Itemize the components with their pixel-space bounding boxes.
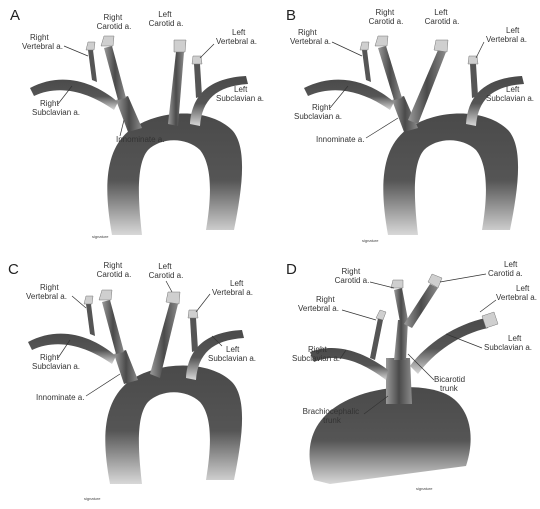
panel-c-signature: signature: [84, 496, 101, 501]
panel-a-right-vertebral-label: Right Vertebral a.: [22, 33, 63, 51]
panel-c-left-vertebral-artery: [190, 318, 198, 352]
panel-d-right-vertebral-label: Right Vertebral a.: [298, 295, 339, 313]
panel-d-right-carotid-label: Right Carotid a.: [335, 267, 370, 285]
panel-c-letter: C: [8, 261, 19, 278]
panel-a-left-carotid-label: Left Carotid a.: [149, 10, 184, 28]
panel-c-right-vertebral-artery: [86, 304, 95, 336]
panel-d: D Right Carotid a.: [270, 254, 540, 508]
panel-c-left-subclavian-label: Left Subclavian a.: [208, 345, 256, 363]
panel-c-right-carotid-label: Right Carotid a.: [97, 261, 132, 279]
panel-b-right-vertebral-artery: [362, 50, 371, 82]
panel-b-illustration: B Right Carotid a. Left Carotid a. Righ: [270, 0, 540, 254]
panel-c-illustration: C Right Carotid a. Left Carotid a.: [0, 254, 270, 508]
panel-a-right-subclavian-label: Right Subclavian a.: [32, 99, 80, 117]
panel-a-innominate-label: Innominate a.: [116, 135, 164, 144]
panel-d-right-carotid-artery: [394, 288, 408, 322]
panel-d-left-subclavian-label: Left Subclavian a.: [484, 334, 532, 352]
panel-d-bicarotid-trunk: [394, 320, 408, 360]
panel-d-right-subclavian-label: Right Subclavian a.: [292, 345, 340, 363]
panel-a-illustration: A Right Carotid a.: [0, 0, 270, 254]
panel-d-left-carotid-label: Left Carotid a.: [488, 260, 523, 278]
panel-d-signature: signature: [416, 486, 433, 491]
panel-b-aortic-arch: [383, 114, 518, 236]
panel-d-brachiocephalic-trunk: [386, 358, 412, 404]
panel-d-illustration: D Right Carotid a.: [270, 254, 540, 508]
panel-b-right-carotid-label: Right Carotid a.: [369, 8, 404, 26]
panel-b-innominate-label: Innominate a.: [316, 135, 364, 144]
panel-d-right-vertebral-artery: [370, 318, 383, 360]
panel-a-aortic-arch: [107, 114, 242, 236]
panel-b-right-carotid-artery: [378, 46, 402, 100]
panel-a-letter: A: [10, 7, 20, 24]
panel-b-letter: B: [286, 7, 296, 24]
panel-c-right-carotid-artery: [102, 300, 124, 354]
panel-c: C Right Carotid a. Left Carotid a.: [0, 254, 270, 508]
panel-a: A Right Carotid a.: [0, 0, 270, 254]
panel-a-left-vertebral-artery: [194, 64, 202, 98]
panel-a-right-carotid-label: Right Carotid a.: [97, 13, 132, 31]
panel-b-left-vertebral-label: Left Vertebral a.: [486, 26, 527, 44]
panel-c-right-subclavian-label: Right Subclavian a.: [32, 353, 80, 371]
panel-b-signature: signature: [362, 238, 379, 243]
panel-b-left-carotid-artery: [408, 50, 446, 124]
panel-a-right-carotid-artery: [104, 46, 126, 100]
panel-a-right-vertebral-artery: [88, 50, 97, 82]
panel-d-left-carotid-artery: [404, 284, 438, 328]
panel-b-left-vertebral-artery: [470, 64, 478, 98]
panel-b-right-subclavian-label: Right Subclavian a.: [294, 103, 342, 121]
panel-d-bicarotid-label: Bicarotid trunk: [434, 375, 467, 393]
panel-a-signature: signature: [92, 234, 109, 239]
panel-d-left-vertebral-label: Left Vertebral a.: [496, 284, 537, 302]
panel-b: B Right Carotid a. Left Carotid a. Righ: [270, 0, 540, 254]
panel-b-left-carotid-label: Left Carotid a.: [425, 8, 460, 26]
panel-a-left-vertebral-label: Left Vertebral a.: [216, 28, 257, 46]
panel-c-left-vertebral-label: Left Vertebral a.: [212, 279, 253, 297]
panel-c-innominate-label: Innominate a.: [36, 393, 84, 402]
panel-c-innominate-artery: [114, 350, 138, 384]
panel-c-right-vertebral-label: Right Vertebral a.: [26, 283, 67, 301]
panel-a-innominate-artery: [116, 96, 142, 132]
panel-d-letter: D: [286, 261, 297, 278]
panel-b-right-vertebral-label: Right Vertebral a.: [290, 28, 331, 46]
panel-c-left-carotid-label: Left Carotid a.: [149, 262, 184, 280]
